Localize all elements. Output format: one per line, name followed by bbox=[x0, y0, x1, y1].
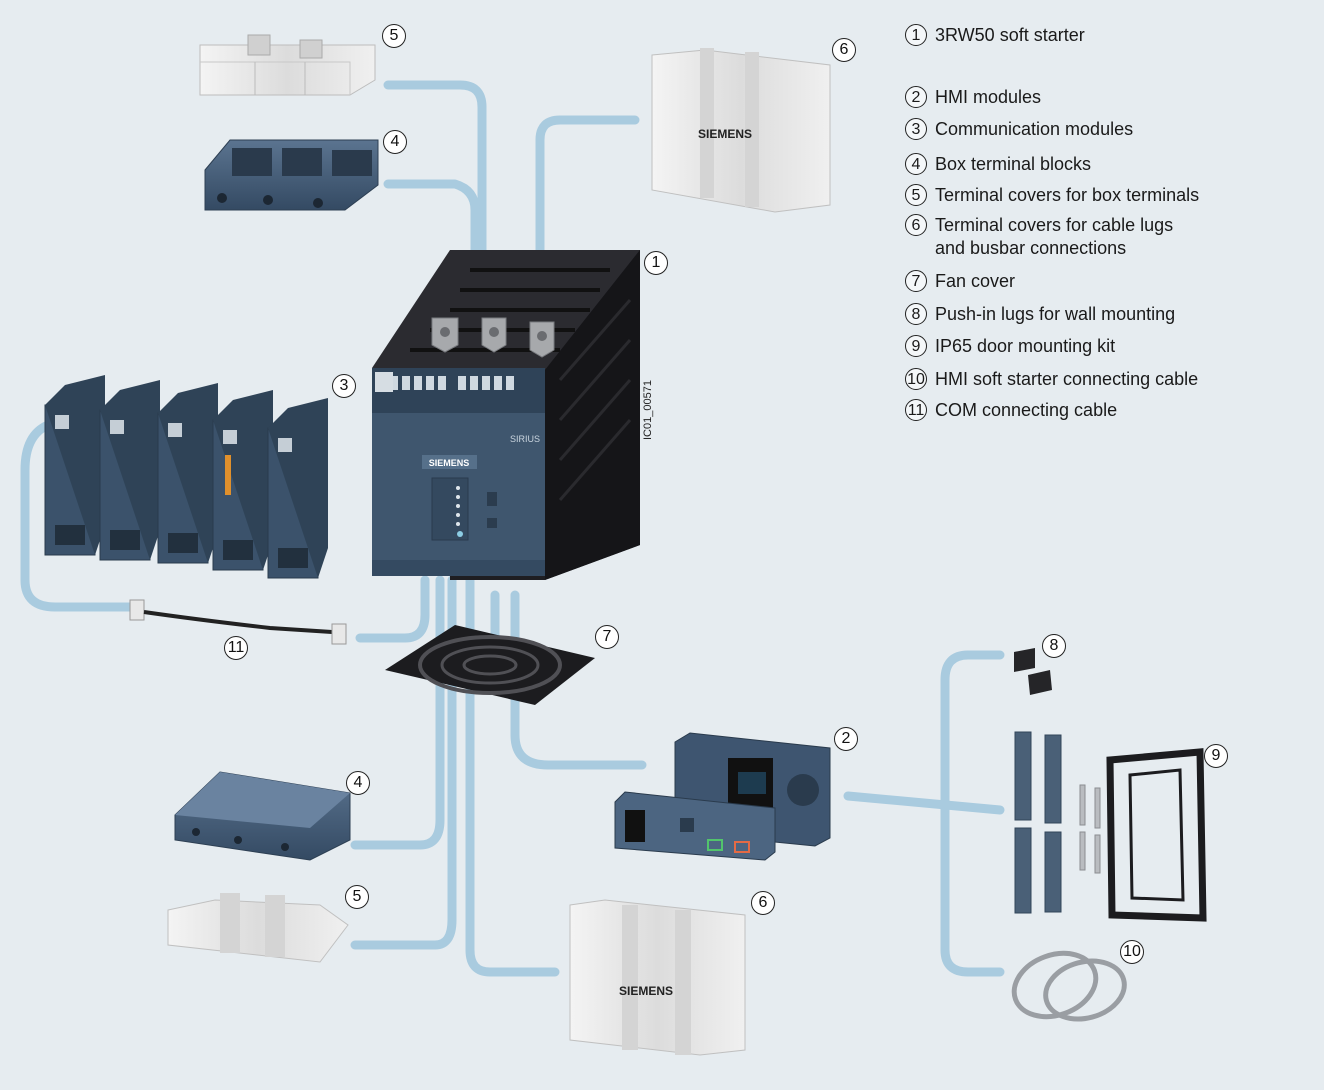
com-connecting-cable bbox=[129, 599, 347, 645]
box-terminal-block-top bbox=[204, 139, 379, 211]
cover-brand-bottom: SIEMENS bbox=[619, 984, 673, 998]
callout-8: 8 bbox=[1042, 634, 1066, 658]
callout-11: 11 bbox=[224, 636, 248, 660]
connector-lines bbox=[20, 80, 1005, 977]
callout-7: 7 bbox=[595, 625, 619, 649]
callout-5-bottom: 5 bbox=[345, 885, 369, 909]
soft-starter: SIRIUS SIEMENS bbox=[372, 250, 640, 580]
callout-5-top: 5 bbox=[382, 24, 406, 48]
device-brand: SIEMENS bbox=[429, 458, 470, 468]
ip65-door-mounting-kit bbox=[1014, 731, 1207, 922]
terminal-cover-box-bottom bbox=[167, 893, 349, 963]
callout-10: 10 bbox=[1120, 940, 1144, 964]
device-label: SIRIUS bbox=[510, 434, 540, 444]
callout-1: 1 bbox=[644, 251, 668, 275]
callout-6-top: 6 bbox=[832, 38, 856, 62]
cover-brand-top: SIEMENS bbox=[698, 127, 752, 141]
terminal-cover-lugs-top: SIEMENS bbox=[651, 48, 831, 213]
callout-3: 3 bbox=[332, 374, 356, 398]
hmi-modules bbox=[614, 732, 831, 861]
fan-cover bbox=[385, 625, 595, 705]
communication-modules bbox=[44, 375, 328, 579]
push-in-lugs bbox=[1014, 648, 1052, 695]
hmi-connecting-cable bbox=[1011, 950, 1127, 1022]
callout-2: 2 bbox=[834, 727, 858, 751]
terminal-cover-lugs-bottom: SIEMENS bbox=[569, 899, 746, 1056]
callout-9: 9 bbox=[1204, 744, 1228, 768]
terminal-cover-box-top bbox=[199, 34, 376, 96]
callout-6-bottom: 6 bbox=[751, 891, 775, 915]
figure-id: IC01_00571 bbox=[642, 380, 654, 440]
box-terminal-block-bottom bbox=[174, 771, 351, 861]
callout-4-top: 4 bbox=[383, 130, 407, 154]
callout-4-bottom: 4 bbox=[346, 771, 370, 795]
